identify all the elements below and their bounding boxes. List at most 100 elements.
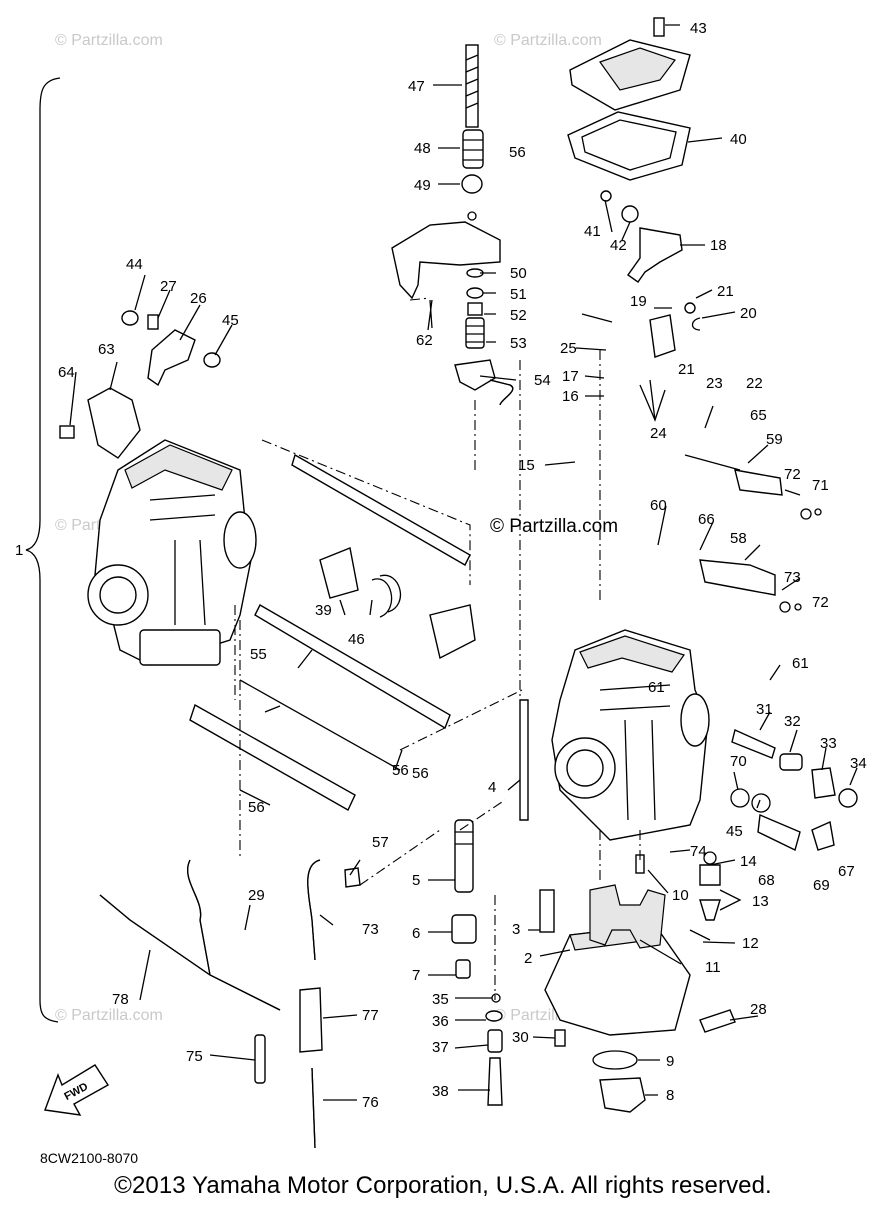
callout-label-29: 29 [248, 887, 265, 904]
callout-label-17: 17 [562, 368, 579, 385]
callout-label-55: 55 [250, 646, 267, 663]
callout-label-16: 16 [562, 388, 579, 405]
callout-label-40: 40 [730, 131, 747, 148]
callout-label-32: 32 [784, 713, 801, 730]
float-chamber [544, 924, 691, 1036]
diagram-code: 8CW2100-8070 [40, 1150, 138, 1166]
callout-label-61: 61 [648, 679, 665, 696]
callout-label-43: 43 [690, 20, 707, 37]
callout-label-76: 76 [362, 1094, 379, 1111]
callout-label-64: 64 [58, 364, 75, 381]
callout-label-8: 8 [666, 1087, 674, 1104]
callout-label-56: 56 [392, 762, 409, 779]
callout-label-31: 31 [756, 701, 773, 718]
watermark-text: © Partzilla.com [494, 32, 602, 49]
callout-label-69: 69 [813, 877, 830, 894]
callout-label-7: 7 [412, 967, 420, 984]
callout-label-56: 56 [412, 765, 429, 782]
throttle-stop-stack [391, 44, 514, 406]
callout-label-24: 24 [650, 425, 667, 442]
callout-label-47: 47 [408, 78, 425, 95]
callout-label-27: 27 [160, 278, 177, 295]
fwd-arrow-icon: FWD [44, 1064, 109, 1116]
callout-label-25: 25 [560, 340, 577, 357]
watermark-text: © Partzilla.com [55, 1007, 163, 1024]
callout-label-66: 66 [698, 511, 715, 528]
callout-label-63: 63 [98, 341, 115, 358]
callout-label-33: 33 [820, 735, 837, 752]
callout-label-57: 57 [372, 834, 389, 851]
callout-label-41: 41 [584, 223, 601, 240]
callout-label-77: 77 [362, 1007, 379, 1024]
callout-label-18: 18 [710, 237, 727, 254]
callout-label-9: 9 [666, 1053, 674, 1070]
callout-label-54: 54 [534, 372, 551, 389]
callout-label-5: 5 [412, 872, 420, 889]
callout-label-30: 30 [512, 1029, 529, 1046]
callout-label-45: 45 [222, 312, 239, 329]
callout-label-45: 45 [726, 823, 743, 840]
callout-label-38: 38 [432, 1083, 449, 1100]
hoses [99, 859, 323, 1149]
left-carburetor-body [87, 439, 257, 666]
callout-label-60: 60 [650, 497, 667, 514]
callout-label-36: 36 [432, 1013, 449, 1030]
callout-label-21: 21 [678, 361, 695, 378]
callout-label-78: 78 [112, 991, 129, 1008]
callout-label-11: 11 [705, 959, 721, 976]
callout-label-23: 23 [706, 375, 723, 392]
float [589, 884, 666, 949]
callout-label-48: 48 [414, 140, 431, 157]
callout-label-53: 53 [510, 335, 527, 352]
watermark-text: © Partzilla.com [55, 32, 163, 49]
callout-label-6: 6 [412, 925, 420, 942]
callout-label-14: 14 [740, 853, 757, 870]
callout-label-68: 68 [758, 872, 775, 889]
callout-label-22: 22 [746, 375, 763, 392]
callout-label-2: 2 [524, 950, 532, 967]
leader-lines [69, 24, 858, 1101]
center-jet-column [451, 819, 503, 1106]
callout-label-74: 74 [690, 843, 707, 860]
callout-label-61: 61 [792, 655, 809, 672]
callout-label-71: 71 [812, 477, 829, 494]
callout-label-13: 13 [752, 893, 769, 910]
callout-label-28: 28 [750, 1001, 767, 1018]
assembly-brace [25, 77, 61, 1023]
center-watermark: © Partzilla.com [490, 516, 618, 537]
callout-label-73: 73 [362, 921, 379, 938]
callout-label-58: 58 [730, 530, 747, 547]
callout-label-26: 26 [190, 290, 207, 307]
callout-label-65: 65 [750, 407, 767, 424]
callout-label-12: 12 [742, 935, 759, 952]
callout-label-15: 15 [518, 457, 535, 474]
callout-label-37: 37 [432, 1039, 449, 1056]
throttle-lever-assembly [600, 190, 701, 358]
callout-label-72: 72 [784, 466, 801, 483]
callout-label-42: 42 [610, 237, 627, 254]
callout-label-75: 75 [186, 1048, 203, 1065]
callout-label-19: 19 [630, 293, 647, 310]
guide-lines [234, 297, 641, 1000]
callout-label-44: 44 [126, 256, 143, 273]
top-cover [567, 17, 691, 181]
callout-label-34: 34 [850, 755, 867, 772]
callout-label-21: 21 [717, 283, 734, 300]
callout-label-70: 70 [730, 753, 747, 770]
callout-label-62: 62 [416, 332, 433, 349]
callout-label-20: 20 [740, 305, 757, 322]
callout-label-56: 56 [248, 799, 265, 816]
callout-label-52: 52 [510, 307, 527, 324]
callout-label-56: 56 [509, 144, 526, 161]
copyright-notice: ©2013 Yamaha Motor Corporation, U.S.A. A… [114, 1172, 772, 1199]
callout-label-73: 73 [784, 569, 801, 586]
link-rods [189, 453, 529, 821]
callout-label-4: 4 [488, 779, 496, 796]
callout-labels: 1234567891011121314151617181920212122232… [15, 20, 867, 1111]
callout-label-67: 67 [838, 863, 855, 880]
callout-label-72: 72 [812, 594, 829, 611]
callout-label-49: 49 [414, 177, 431, 194]
callout-label-3: 3 [512, 921, 520, 938]
callout-label-39: 39 [315, 602, 332, 619]
